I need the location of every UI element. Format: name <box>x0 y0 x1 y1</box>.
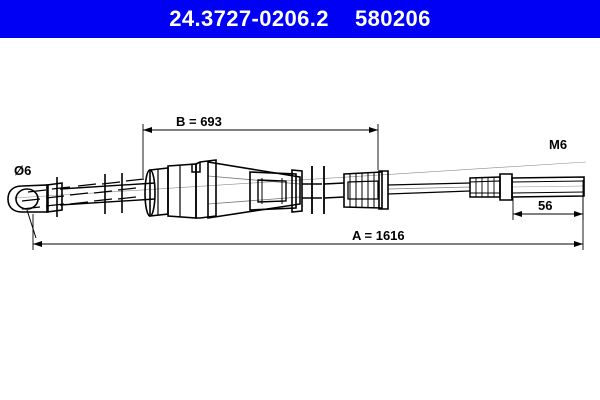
dimension-length-b: B = 693 <box>142 114 379 178</box>
mid-grommet <box>249 169 303 213</box>
crimp-sleeve <box>469 176 501 198</box>
dimension-thread-length: 56 <box>512 196 584 220</box>
threaded-rod <box>499 173 585 201</box>
technical-drawing: Ø6 B = 693 <box>0 38 600 400</box>
outer-sheath <box>207 161 301 219</box>
dimension-label-thread-length: 56 <box>538 198 552 213</box>
spring-coil-section <box>21 173 145 217</box>
ferrule-cap <box>144 167 169 217</box>
inner-cable <box>387 182 471 195</box>
dimension-label-thread: M6 <box>549 137 567 152</box>
dimension-label-a: A = 1616 <box>352 228 405 243</box>
dimension-label-diameter: Ø6 <box>14 163 31 178</box>
page-title: 24.3727-0206.2 580206 <box>169 6 431 31</box>
dimension-label-b: B = 693 <box>176 114 222 129</box>
header-bar <box>0 0 600 38</box>
dimension-diameter: Ø6 <box>14 163 37 239</box>
dimension-length-a: A = 1616 <box>32 180 584 250</box>
knurled-adjuster <box>343 170 389 210</box>
stop-disc-pair <box>302 166 345 214</box>
dimension-thread: M6 <box>549 137 567 152</box>
